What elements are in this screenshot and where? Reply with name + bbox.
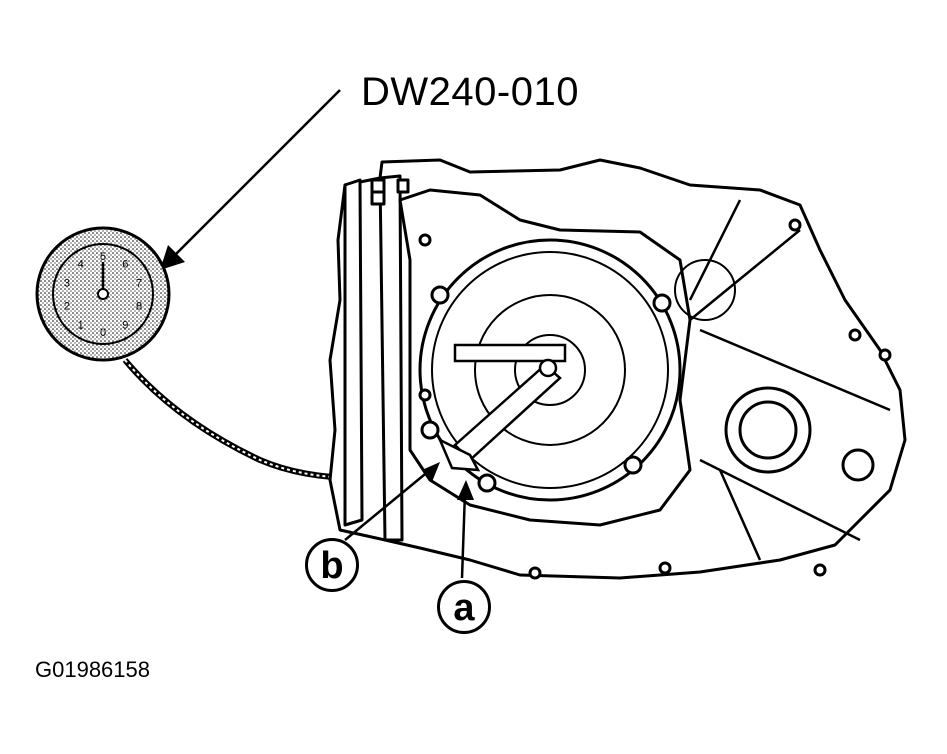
dial-number: 3 [64, 277, 70, 289]
dial-number: 6 [122, 258, 128, 270]
dial-number: 9 [122, 320, 128, 332]
tool-leader-arrow [160, 89, 341, 270]
dial-hub [97, 288, 109, 300]
transmission-housing [328, 158, 907, 580]
measuring-bar [437, 343, 567, 472]
callout-a: a [437, 580, 491, 634]
callout-b: b [305, 538, 359, 592]
dial-indicator: 5 67 89 0 12 34 [35, 226, 171, 362]
dial-number: 4 [78, 258, 84, 270]
dial-number: 7 [136, 277, 142, 289]
pointer-arrow-b [344, 462, 440, 541]
dial-number: 0 [100, 327, 106, 339]
dial-number: 2 [64, 301, 70, 313]
dial-numbers: 5 67 89 0 12 34 [64, 251, 142, 339]
figure-id: G01986158 [35, 657, 150, 682]
dial-number: 5 [100, 251, 106, 263]
dial-number: 8 [136, 301, 142, 313]
pointer-arrow-a [457, 480, 474, 579]
tool-number-label: DW240-010 [361, 70, 579, 114]
dial-number: 1 [78, 320, 84, 332]
